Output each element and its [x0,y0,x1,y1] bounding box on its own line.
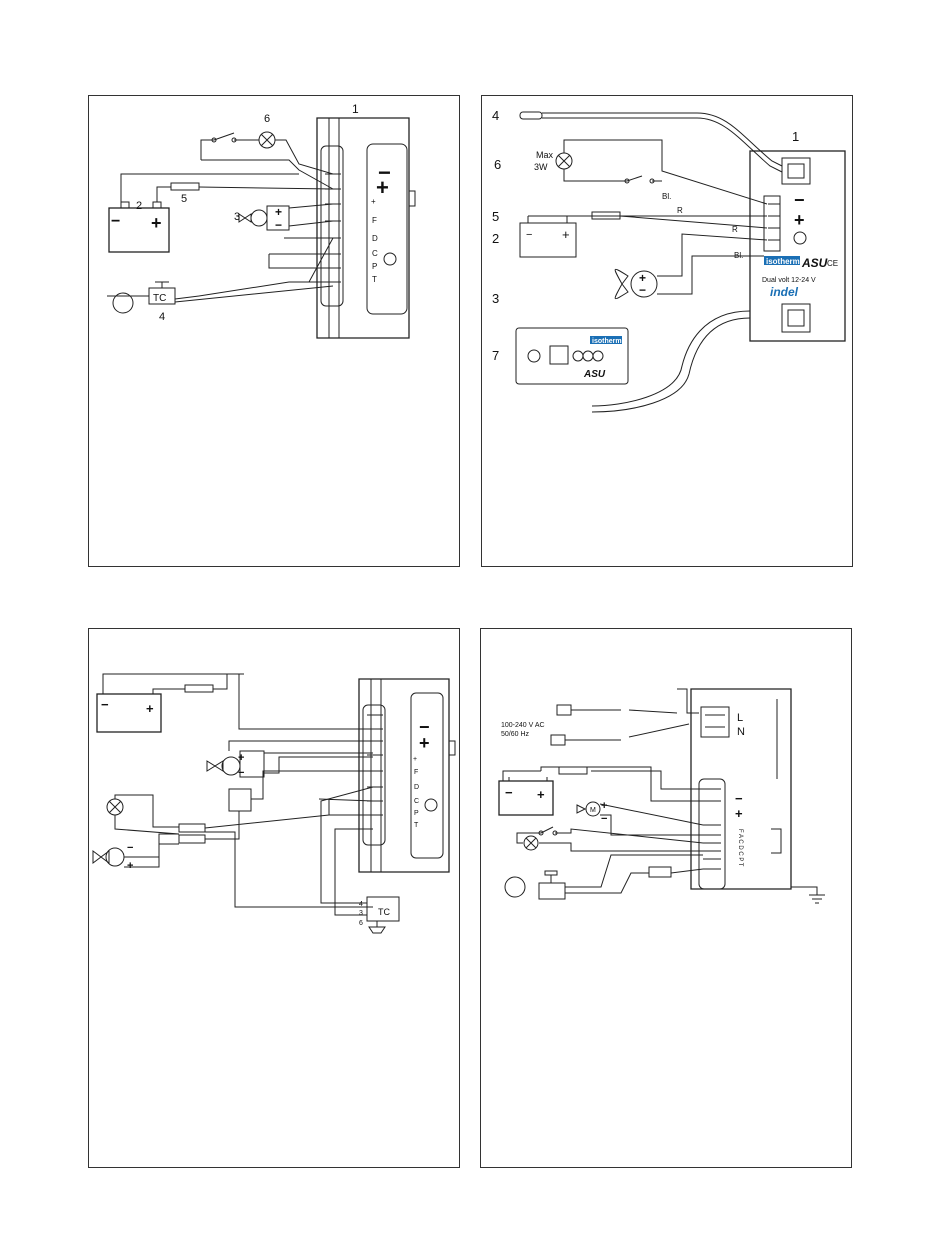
term-6: 6 [359,920,363,927]
wire-r-2: R [732,225,738,234]
fan [239,204,333,230]
unit-plus: + [376,175,389,200]
pin-f: F [372,216,377,225]
battery-plus: + [151,213,162,233]
pin-t: T [414,822,419,829]
voltage-label: Dual volt 12-24 V [762,277,816,284]
cp-brand: isotherm [592,338,622,345]
fan-minus: − [238,767,244,779]
connector-block [179,771,373,907]
control-unit [359,679,455,872]
wiring-diagram-panel-1: 1 − + + F D C P T 6 − + 2 5 3 + − [88,95,460,567]
control-unit [317,118,415,338]
battery-plus: + [537,787,545,802]
ac-frequency: 50/60 Hz [501,731,530,738]
thermostat [505,855,703,899]
label-fan: 3 [234,211,240,223]
label-fuse: 5 [492,209,499,224]
pin-p: P [372,262,377,271]
label-thermostat: 4 [159,311,165,323]
ac-plugs [551,705,689,745]
wiring-diagram-2: 4 1 − + isotherm ASU CE Dual volt 12-24 … [482,96,852,566]
indel-logo: indel [770,285,799,299]
unit-plus: + [794,210,805,230]
wiring-diagram-panel-4: 100-240 V AC 50/60 Hz L N − + F A C D C … [480,628,852,1168]
label-fuse: 5 [181,193,187,205]
fan-plus: + [238,752,244,764]
label-battery: 2 [136,200,142,212]
pin-plus: + [413,756,417,763]
lamp-switch [517,827,703,851]
pin-p: P [414,810,419,817]
thermostat [107,282,333,313]
battery-minus: − [111,213,120,230]
wiring-diagram-1: 1 − + + F D C P T 6 − + 2 5 3 + − [89,96,459,566]
wiring-diagram-panel-3: − + − + + F D C P T + − − + [88,628,460,1168]
battery-minus: − [101,697,109,712]
label-sensor: 4 [492,108,499,123]
pin-d: D [414,784,419,791]
battery [109,174,333,252]
label-panel: 7 [492,348,499,363]
unit-minus: − [735,791,743,806]
motor-plus: + [601,800,607,812]
unit-minus: − [794,190,805,210]
thermostat-label: TC [378,907,390,917]
wire-bl-1: Bl. [662,192,671,201]
fan2-minus: − [127,842,133,854]
second-fan [93,834,179,867]
lamp-power: 3W [534,162,548,172]
wiring-diagram-4: 100-240 V AC 50/60 Hz L N − + F A C D C … [481,629,851,1167]
unit-plus: + [735,806,743,821]
fan2-plus: + [127,860,133,872]
label-l: L [737,712,743,724]
motor-m: M [590,807,596,814]
ce-label: CE [827,259,838,268]
label-battery: 2 [492,231,499,246]
battery [97,674,373,732]
ac-voltage: 100-240 V AC [501,722,545,729]
wiring-diagram-3: − + − + + F D C P T + − − + [89,629,459,1167]
cp-model: ASU [583,369,606,380]
lamp-switch-circuit [201,132,333,189]
battery-minus: − [526,229,532,241]
battery-plus: + [146,701,154,716]
sensor-probe [520,112,782,172]
label-fan: 3 [492,291,499,306]
lamp-max: Max [536,150,554,160]
fan-minus: − [639,283,646,297]
pin-c: C [414,798,419,805]
label-n: N [737,726,745,738]
label-unit: 1 [792,129,799,144]
term-4: 4 [359,901,363,908]
term-3: 3 [359,910,363,917]
label-lamp: 6 [494,157,501,172]
thermostat-label: TC [153,293,166,304]
fan [207,741,373,777]
wiring-diagram-panel-2: 4 1 − + isotherm ASU CE Dual volt 12-24 … [481,95,853,567]
fan-plus: + [275,205,282,219]
fan-minus: − [275,218,282,232]
wire-r-1: R [677,206,683,215]
pin-d: D [372,234,378,243]
pin-plus: + [371,197,376,206]
model-label: ASU [801,256,828,270]
control-unit [677,689,825,903]
pin-labels: F A C D C P T [737,829,743,867]
brand-label: isotherm [766,257,800,266]
motor-minus: − [601,813,607,825]
battery-minus: − [505,785,513,800]
label-unit: 1 [352,102,359,116]
unit-plus: + [419,733,430,753]
battery [520,212,767,257]
lamp [107,795,179,834]
pin-c: C [372,249,378,258]
pin-f: F [414,769,418,776]
pin-t: T [372,275,377,284]
fan [615,234,767,299]
motor [577,802,703,835]
label-lamp: 6 [264,113,270,125]
battery-plus: + [562,227,570,242]
